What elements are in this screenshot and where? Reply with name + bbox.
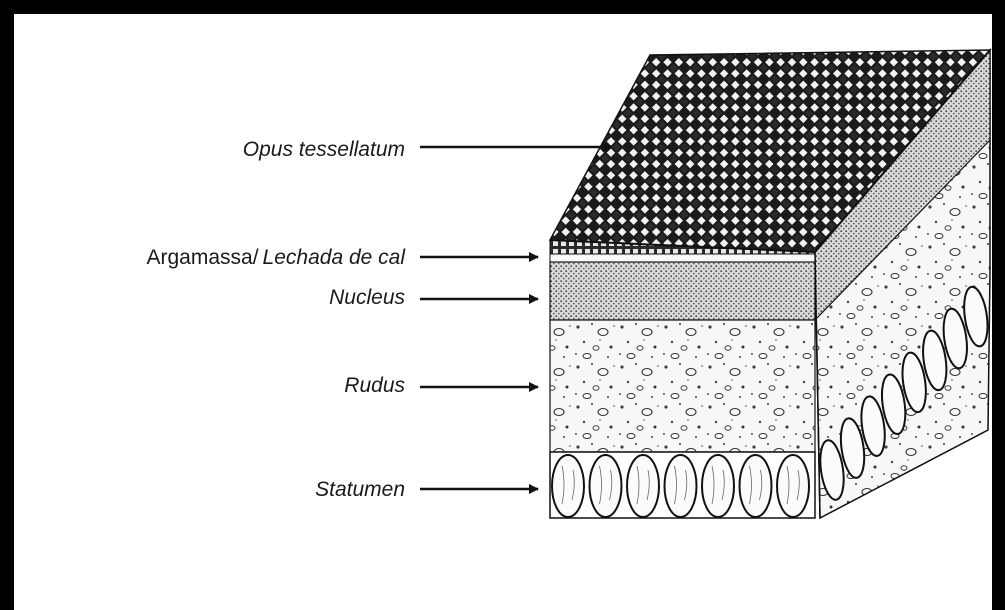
- label-rudus: Rudus: [344, 374, 405, 397]
- floor-layers-diagram: Opus tessellatum Argamassa/Lechada de ca…: [14, 14, 992, 610]
- stone: [740, 455, 772, 517]
- stone: [552, 455, 584, 517]
- nucleus-layer: [550, 262, 815, 320]
- argamassa-layer: [550, 254, 815, 262]
- label-lechada-de-cal: Lechada de cal: [263, 246, 407, 269]
- label-statumen: Statumen: [315, 478, 405, 501]
- label-argamassa-regular: Argamassa/: [147, 246, 259, 269]
- figure-frame: Opus tessellatum Argamassa/Lechada de ca…: [14, 14, 992, 610]
- stone: [627, 455, 659, 517]
- label-opus-tessellatum: Opus tessellatum: [243, 138, 405, 161]
- stone: [590, 455, 622, 517]
- label-argamassa: Argamassa/Lechada de cal: [147, 246, 407, 269]
- stone: [665, 455, 697, 517]
- stone: [702, 455, 734, 517]
- rudus-layer: [550, 320, 815, 452]
- stone: [777, 455, 809, 517]
- label-nucleus: Nucleus: [329, 286, 405, 309]
